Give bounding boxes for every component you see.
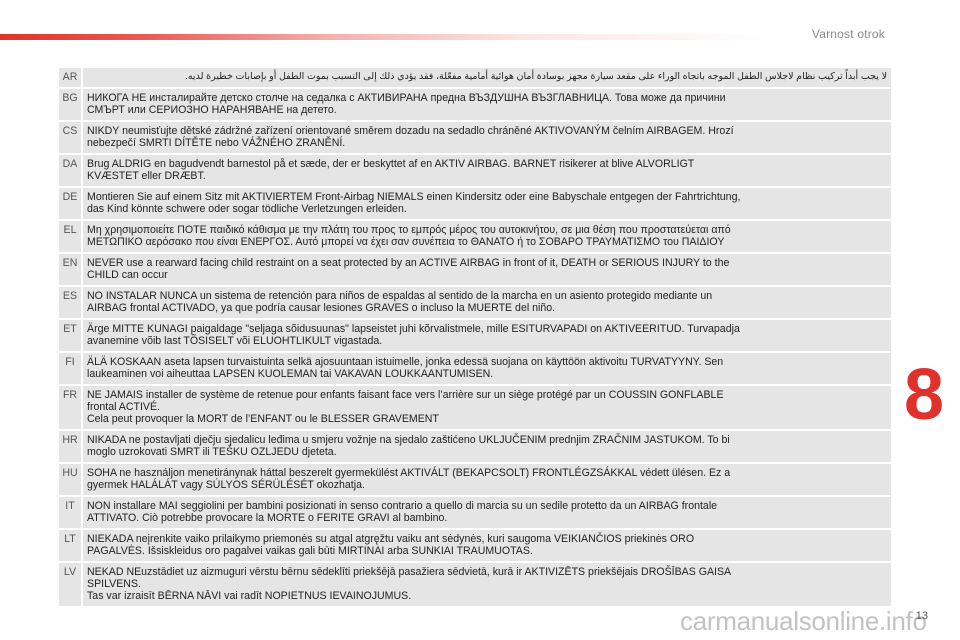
chapter-number: 8 [903,355,944,435]
warning-text: NO INSTALAR NUNCA un sistema de retenció… [83,287,891,318]
language-code: LV [59,563,83,606]
language-code: IT [59,497,83,528]
warning-text: NEVER use a rearward facing child restra… [83,254,891,285]
header-accent-bar [0,34,960,40]
language-code: EN [59,254,83,285]
warning-text: Montieren Sie auf einem Sitz mit AKTIVIE… [83,188,891,219]
language-code: LT [59,530,83,561]
chapter-tab [896,358,960,438]
warning-text: NON installare MAI seggiolini per bambin… [83,497,891,528]
warning-text: NE JAMAIS installer de système de retenu… [83,386,891,429]
warning-text: ÄLÄ KOSKAAN aseta lapsen turvaistuinta s… [83,353,891,384]
language-code: DA [59,155,83,186]
warning-text: NEKAD NEuzstādiet uz aizmuguri vērstu bē… [83,563,891,606]
warning-text: لا يجب أبداً تركيب نظام لاجلاس الطفل الم… [83,68,891,87]
language-code: AR [59,68,83,87]
warning-text: Ärge MITTE KUNAGI paigaldage "seljaga sõ… [83,320,891,351]
warning-text: NIKADA ne postavljati dječju sjedalicu l… [83,431,891,462]
language-code: FI [59,353,83,384]
warning-text: Μη χρησιμοποιείτε ΠΟΤΕ παιδικό κάθισμα μ… [83,221,891,252]
warning-text: NIKDY neumisťujte dětské zádržné zařízen… [83,122,891,153]
language-code: DE [59,188,83,219]
language-code: EL [59,221,83,252]
language-code: CS [59,122,83,153]
warning-text: НИКОГА НЕ инсталирайте детско столче на … [83,89,891,120]
language-code: FR [59,386,83,429]
language-code: ES [59,287,83,318]
page-title: Varnost otrok [811,27,885,41]
language-code: HU [59,464,83,495]
language-code: HR [59,431,83,462]
language-code: BG [59,89,83,120]
warning-text: SOHA ne használjon menetiránynak háttal … [83,464,891,495]
warning-text: Brug ALDRIG en bagudvendt barnestol på e… [83,155,891,186]
watermark: carmanualsonline.info [680,606,927,636]
language-code: ET [59,320,83,351]
page-number: 13 [915,610,928,622]
warning-text: NIEKADA neįrenkite vaiko prilaikymo prie… [83,530,891,561]
